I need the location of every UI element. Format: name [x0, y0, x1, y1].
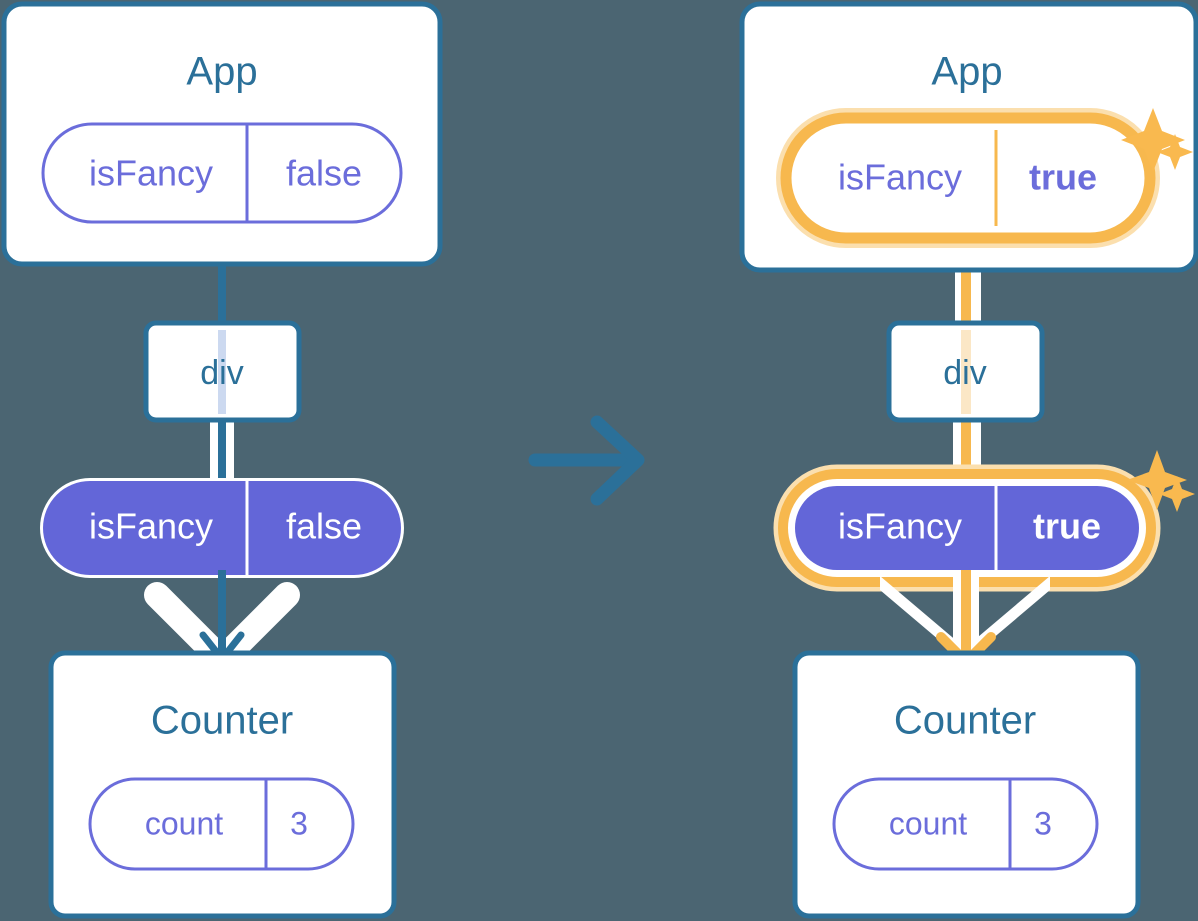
left-prop-value: false — [286, 506, 362, 547]
right-counter-key: count — [889, 805, 967, 841]
right-prop-sparkle-small-icon — [1159, 476, 1195, 512]
right-prop-sparkle-large-icon — [1127, 450, 1187, 510]
right-prop-pill: isFancy true — [773, 464, 1161, 592]
right-app-sparkle-small-icon — [1157, 134, 1193, 170]
left-counter-state-pill: count 3 — [88, 777, 355, 871]
left-counter-title: Counter — [151, 699, 293, 743]
left-counter-value: 3 — [290, 805, 308, 841]
right-div-label: div — [943, 354, 986, 392]
right-counter-state-pill: count 3 — [832, 777, 1099, 871]
transition-arrow-right-icon — [528, 415, 645, 506]
left-prop-key: isFancy — [89, 506, 213, 547]
right-div-box: div — [886, 320, 1045, 423]
left-div-box: div — [143, 320, 302, 423]
left-app-state-pill: isFancy false — [41, 122, 403, 224]
left-counter-key: count — [145, 805, 223, 841]
right-counter-title: Counter — [894, 699, 1036, 743]
left-render-arrow — [199, 570, 245, 663]
right-app-state-value: true — [1029, 157, 1097, 198]
right-app-title: App — [931, 50, 1002, 94]
right-app-state-pill: isFancy true — [776, 108, 1160, 248]
right-app-state-key: isFancy — [838, 157, 962, 198]
right-prop-value: true — [1033, 506, 1101, 547]
right-app-sparkle-large-icon — [1121, 108, 1185, 172]
left-connector-app-to-div — [218, 262, 226, 330]
right-counter-value: 3 — [1034, 805, 1052, 841]
left-prop-pill: isFancy false — [40, 478, 404, 578]
right-render-arrow — [936, 570, 996, 667]
left-app-state-value: false — [286, 153, 362, 194]
left-app-state-key: isFancy — [89, 153, 213, 194]
right-prop-key: isFancy — [838, 506, 962, 547]
left-div-label: div — [200, 354, 243, 392]
left-app-title: App — [186, 50, 257, 94]
